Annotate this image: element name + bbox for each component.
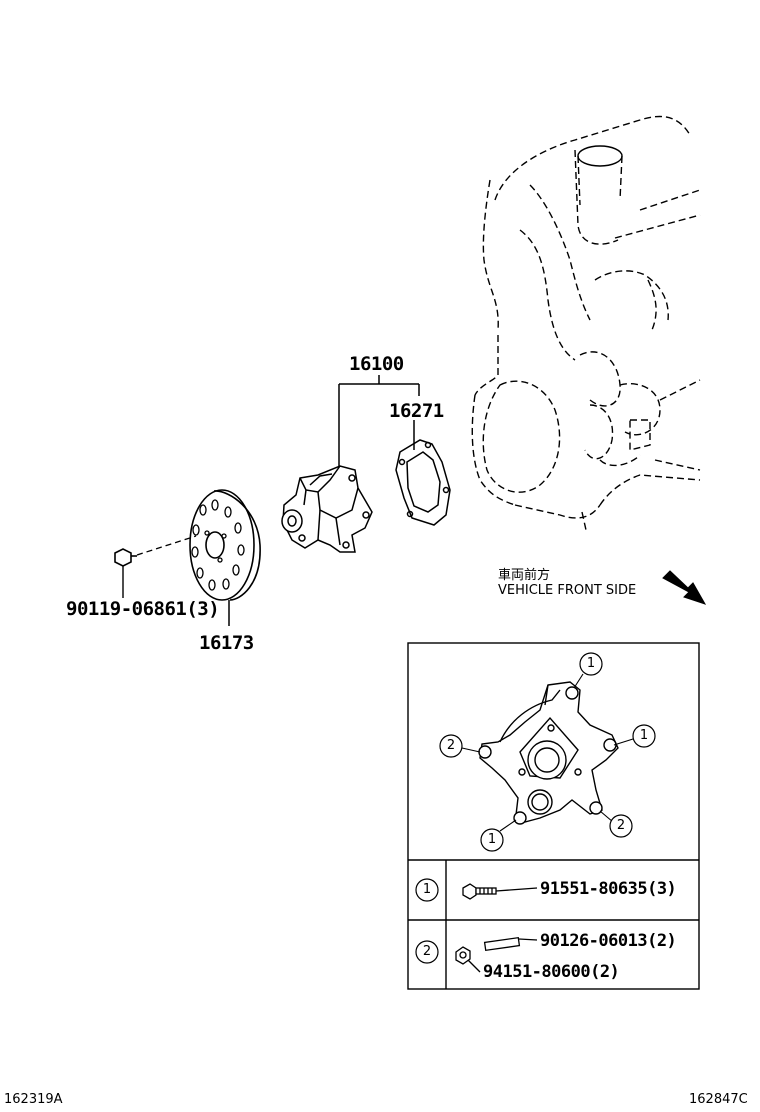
legend-bolt-1 (462, 883, 538, 900)
detail-pump-face (478, 681, 619, 825)
legend-part-94151: 94151-80600(2) (483, 962, 620, 982)
group-bracket-16100 (228, 375, 420, 626)
legend-marker-2: 2 (422, 944, 432, 959)
detail-marker-circles (415, 652, 656, 964)
engine-block-outline (471, 115, 701, 531)
legend-part-91551: 91551-80635(3) (540, 879, 677, 899)
detail-marker-1b: 1 (639, 728, 649, 743)
pulley-bolt-drawing (114, 535, 197, 598)
arrow-icon (662, 570, 707, 605)
detail-marker-2b: 2 (616, 818, 626, 833)
detail-marker-1a: 1 (586, 656, 596, 671)
engine-filler-neck (577, 145, 623, 206)
gasket-drawing (395, 439, 451, 526)
legend-stud-nut (455, 936, 538, 973)
legend-part-90126: 90126-06013(2) (540, 931, 677, 951)
label-pulley: 16173 (199, 632, 254, 654)
footer-right-code: 162847C (689, 1092, 748, 1107)
label-pulley-bolt: 90119-06861(3) (66, 598, 220, 620)
label-water-pump-assy: 16100 (349, 353, 404, 375)
label-gasket: 16271 (389, 400, 444, 422)
detail-marker-2a: 2 (446, 738, 456, 753)
direction-note-japanese: 車両前方 (498, 568, 551, 583)
water-pump-drawing (281, 465, 373, 553)
pulley-drawing (189, 489, 261, 601)
direction-note-english: VEHICLE FRONT SIDE (498, 583, 637, 598)
footer-left-code: 162319A (4, 1092, 63, 1107)
detail-leaders (461, 673, 634, 832)
detail-marker-1c: 1 (487, 832, 497, 847)
legend-marker-1: 1 (422, 882, 432, 897)
